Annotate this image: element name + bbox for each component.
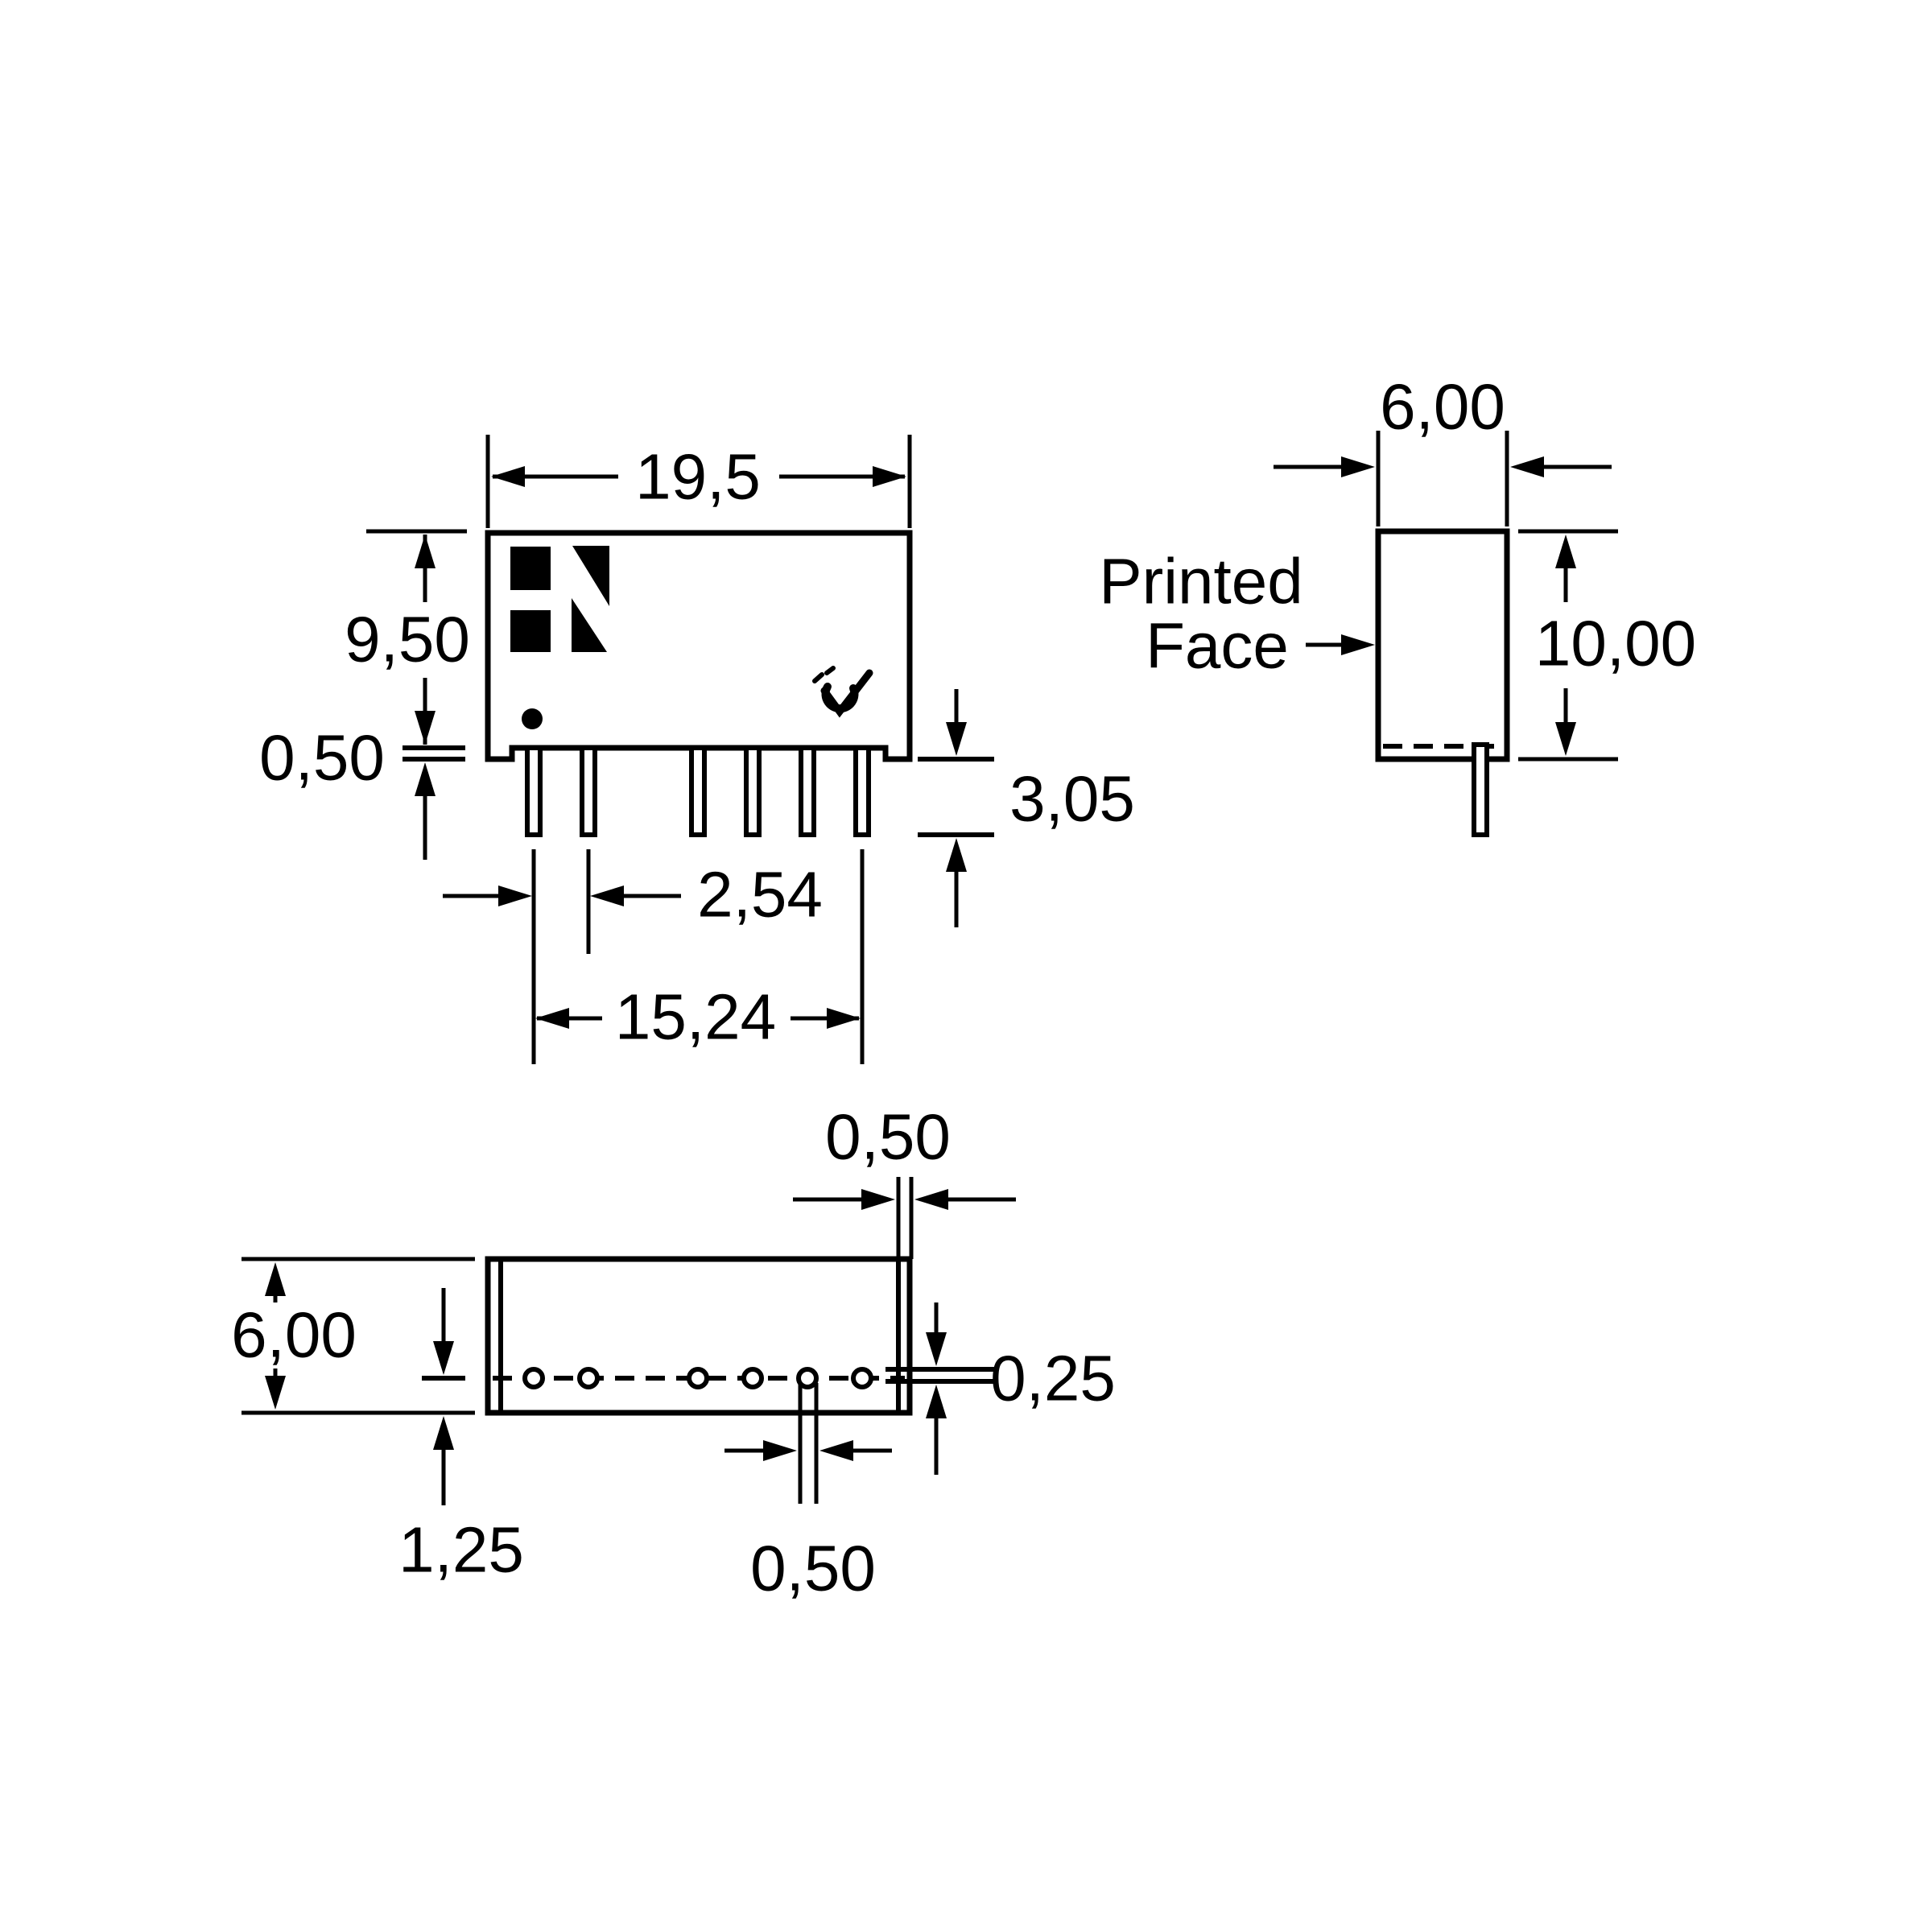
printed-face-callout: Printed Face	[1099, 546, 1375, 682]
dim-bottom-depth: 6,00	[231, 1257, 475, 1415]
front-view: 19,5 9,50 0,50 3,05	[259, 435, 1135, 1064]
printed-face-label-line1: Printed	[1099, 546, 1302, 617]
side-pin	[1472, 742, 1489, 837]
dim-pin-length: 3,05	[918, 689, 1135, 927]
pin-4	[689, 745, 707, 837]
dim-standoff-height: 0,50	[259, 722, 465, 860]
pin-hole-4	[687, 1367, 709, 1389]
bottom-case-outline	[485, 1256, 913, 1416]
dim-label-pin-thickness: 0,25	[990, 1343, 1116, 1414]
side-case-outline	[1375, 528, 1510, 762]
dim-label-bottom-depth: 6,00	[231, 1299, 357, 1371]
dim-label-pin-row-offset: 1,25	[398, 1514, 524, 1586]
pin-hole-5	[741, 1367, 764, 1389]
dim-label-pin-length: 3,05	[1009, 763, 1135, 835]
dim-label-pin-span: 15,24	[615, 981, 776, 1053]
hn-logo-icon	[510, 546, 609, 652]
front-pins	[525, 745, 871, 837]
pin-hole-6	[796, 1367, 819, 1389]
dim-label-wall-thickness: 0,50	[825, 1101, 951, 1173]
dim-body-width: 19,5	[485, 435, 912, 528]
bottom-view: 0,50 0,25 0,50 6,00	[231, 1101, 1116, 1604]
dim-label-body-width: 19,5	[635, 441, 761, 513]
dim-body-height: 9,50	[345, 529, 470, 745]
pin-hole-2	[577, 1367, 600, 1389]
pin-2	[580, 745, 597, 837]
dim-label-side-depth: 6,00	[1380, 371, 1505, 443]
dim-pin-row-offset: 1,25	[398, 1288, 524, 1586]
dim-pin-pitch: 2,54	[443, 849, 823, 962]
dim-label-body-height: 9,50	[345, 604, 470, 675]
dim-pin-thickness: 0,25	[886, 1302, 1116, 1475]
pin-5	[744, 745, 762, 837]
pin1-marker-icon	[522, 708, 543, 729]
dim-label-standoff-height: 0,50	[259, 722, 385, 794]
dim-side-depth: 6,00	[1274, 371, 1612, 526]
pin-6	[799, 745, 816, 837]
dim-label-side-height: 10,00	[1535, 608, 1696, 679]
printed-face-arrow-icon	[1341, 634, 1375, 655]
pin-1	[525, 745, 543, 837]
pin-hole-7	[851, 1367, 873, 1389]
printed-face-label-line2: Face	[1146, 610, 1289, 682]
front-case-outline	[485, 530, 913, 762]
pin-hole-1	[522, 1367, 545, 1389]
dim-wall-thickness: 0,50	[793, 1101, 1016, 1259]
pin-7	[853, 745, 871, 837]
dim-side-height: 10,00	[1518, 529, 1696, 762]
side-view: 6,00 10,00 Printed Face	[1099, 371, 1696, 837]
bottom-pin-holes	[493, 1367, 905, 1389]
dim-label-pin-pitch: 2,54	[697, 859, 823, 931]
certification-mark-icon	[812, 666, 873, 718]
dim-pin-span: 15,24	[531, 849, 865, 1064]
dim-label-pin-hole-width: 0,50	[750, 1533, 876, 1604]
dim-pin-hole-width: 0,50	[724, 1383, 892, 1604]
